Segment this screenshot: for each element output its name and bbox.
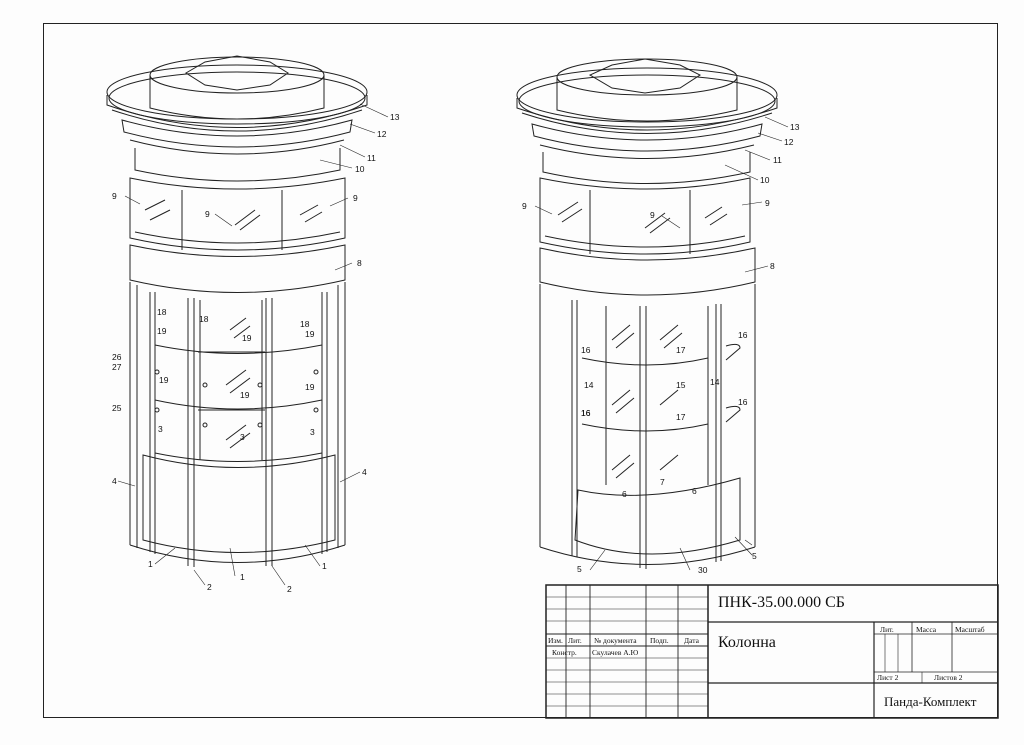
organization-name: Панда-Комплект [884, 694, 977, 709]
mass-label: Масса [916, 625, 937, 634]
callout-left-3a: 3 [158, 424, 163, 434]
col-lit-label: Лит. [568, 636, 582, 645]
callout-right-16d: 16 [581, 408, 591, 418]
callout-left-1b: 1 [240, 572, 245, 582]
callout-left-18a: 18 [157, 307, 167, 317]
callout-right-10: 10 [760, 175, 770, 185]
callout-right-6b: 6 [692, 486, 697, 496]
callout-left-10: 10 [355, 164, 365, 174]
left-column-view [106, 55, 368, 567]
callout-right-17b: 17 [676, 412, 686, 422]
designer-name: Скулачев А.Ю [592, 648, 639, 657]
callout-right-9c: 9 [765, 198, 770, 208]
callout-left-19a: 19 [157, 326, 167, 336]
callout-right-14b: 14 [710, 377, 720, 387]
document-code: ПНК-35.00.000 СБ [718, 594, 845, 611]
callout-left-13: 13 [390, 112, 400, 122]
callout-left-9a: 9 [112, 191, 117, 201]
callout-left-19e: 19 [305, 382, 315, 392]
callout-left-4b: 4 [362, 467, 367, 477]
callout-left-19f: 19 [240, 390, 250, 400]
scale-label: Масштаб [955, 625, 985, 634]
callout-right-6a: 6 [622, 489, 627, 499]
right-column-view [516, 58, 778, 569]
callout-right-16c: 16 [738, 397, 748, 407]
callout-right-11: 11 [773, 155, 782, 165]
callout-right-14a: 14 [584, 380, 594, 390]
callout-right-7: 7 [660, 477, 665, 487]
callout-left-26: 26 [112, 352, 122, 362]
callout-left-1a: 1 [148, 559, 153, 569]
callout-left-27: 27 [112, 362, 122, 372]
callout-left-9c: 9 [353, 193, 358, 203]
callout-right-16b: 16 [581, 345, 591, 355]
callout-left-8: 8 [357, 258, 362, 268]
sheet-number: Лист 2 [877, 673, 899, 682]
callout-right-12: 12 [784, 137, 794, 147]
callout-left-25: 25 [112, 403, 122, 413]
callout-right-9a: 9 [522, 201, 527, 211]
callout-left-19c: 19 [305, 329, 315, 339]
title-block-grid [545, 584, 999, 719]
callout-left-2a: 2 [207, 582, 212, 592]
callout-right-16a: 16 [738, 330, 748, 340]
drawing-frame [43, 23, 998, 718]
sheet-count: Листов 2 [934, 673, 963, 682]
col-doc-no-label: № документа [594, 636, 637, 645]
callout-right-9b: 9 [650, 210, 655, 220]
callout-right-5b: 5 [752, 551, 757, 561]
role-constructor: Констр. [552, 648, 577, 657]
callout-left-2b: 2 [287, 584, 292, 594]
callout-left-18c: 18 [300, 319, 310, 329]
lit-label: Лит. [880, 625, 894, 634]
callout-right-17a: 17 [676, 345, 686, 355]
col-date-label: Дата [684, 636, 699, 645]
drawing-title: Колонна [718, 634, 776, 651]
callout-left-11: 11 [367, 153, 376, 163]
callout-left-1c: 1 [322, 561, 327, 571]
callout-left-19d: 19 [159, 375, 169, 385]
col-sign-label: Подп. [650, 636, 669, 645]
callout-left-9b: 9 [205, 209, 210, 219]
leader-lines [117, 103, 789, 586]
callout-left-3c: 3 [310, 427, 315, 437]
col-izm-label: Изм. [548, 636, 563, 645]
callout-left-19b: 19 [242, 333, 252, 343]
callout-left-12: 12 [377, 129, 387, 139]
callout-right-5a: 5 [577, 564, 582, 574]
title-block: ПНК-35.00.000 СБ Колонна Панда-Комплект … [546, 585, 998, 718]
callout-right-16e: 16 [581, 408, 591, 418]
callout-right-8: 8 [770, 261, 775, 271]
callout-right-30: 30 [698, 565, 708, 575]
callout-left-18b: 18 [199, 314, 209, 324]
callout-right-13: 13 [790, 122, 800, 132]
callout-left-3b: 3 [240, 432, 245, 442]
callout-left-4a: 4 [112, 476, 117, 486]
callout-right-15: 15 [676, 380, 686, 390]
